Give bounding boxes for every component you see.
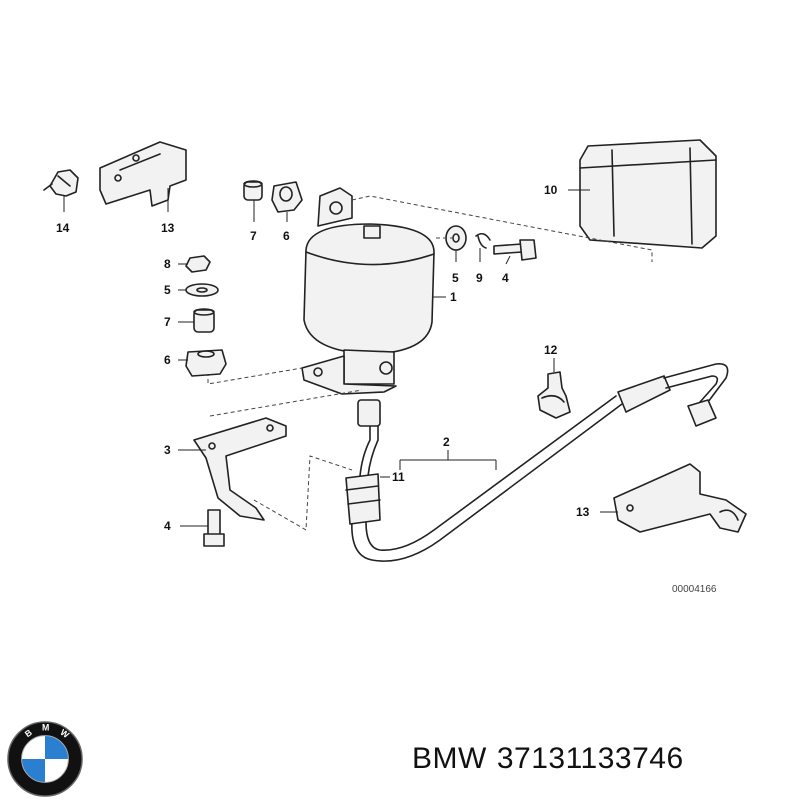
- callout-6: 6: [164, 353, 171, 367]
- caption: BMW 37131133746: [412, 742, 694, 776]
- callout-13: 13: [576, 505, 590, 519]
- part-10-cover: [579, 139, 717, 249]
- part-number: 37131133746: [496, 742, 684, 775]
- part-13-bracket-top: [99, 141, 187, 207]
- leader-lines: [63, 188, 618, 527]
- part-7-bushing-left: [193, 308, 215, 333]
- callout-7: 7: [250, 229, 257, 243]
- callout-8: 8: [164, 257, 171, 271]
- callout-9: 9: [476, 271, 483, 285]
- callout-12: 12: [544, 343, 558, 357]
- part-6-grommet-top: [271, 181, 303, 213]
- callout-5: 5: [452, 271, 459, 285]
- callout-4: 4: [164, 519, 171, 533]
- callouts: 14 13 7 6 10 8 5 7 6 5 9 4 1 12 2 3 11 4…: [56, 183, 717, 595]
- part-7-bushing-top: [243, 180, 263, 201]
- svg-text:B: B: [23, 727, 34, 739]
- callout-6: 6: [283, 229, 290, 243]
- part-1-accumulator: [301, 187, 435, 395]
- part-4-bolt-right: [493, 239, 537, 261]
- part-4-bolt-left: [203, 509, 225, 547]
- part-13-bracket-right: [613, 463, 747, 533]
- callout-4: 4: [502, 271, 509, 285]
- part-8-nut: [185, 255, 211, 273]
- assembly-line-lower: [253, 455, 353, 531]
- svg-text:M: M: [42, 723, 49, 733]
- callout-3: 3: [164, 443, 171, 457]
- callout-1: 1: [450, 290, 457, 304]
- part-12-clip: [537, 371, 571, 419]
- callout-13: 13: [161, 221, 175, 235]
- diagram-reference-number: 00004166: [672, 584, 717, 595]
- callout-7: 7: [164, 315, 171, 329]
- callout-2: 2: [443, 435, 450, 449]
- part-11-hose-fitting: [345, 473, 381, 525]
- part-3-bracket: [193, 417, 287, 521]
- part-6-grommet-left: [185, 349, 227, 377]
- callout-5: 5: [164, 283, 171, 297]
- part-14-clip: [43, 169, 79, 197]
- callout-14: 14: [56, 221, 70, 235]
- part-9-lock-washer: [475, 232, 491, 249]
- callout-11: 11: [392, 470, 405, 484]
- part-2-hose-line: [351, 362, 729, 562]
- assembly-line-bracket: [209, 389, 363, 417]
- assembly-line-left-stack: [207, 367, 303, 385]
- bmw-logo: B M W: [7, 721, 83, 797]
- assembly-line-top: [351, 195, 653, 262]
- part-5-washer-right: [445, 225, 467, 251]
- part-5-washer-left: [185, 283, 219, 297]
- brand-name: BMW: [412, 742, 487, 775]
- callout-10: 10: [544, 183, 558, 197]
